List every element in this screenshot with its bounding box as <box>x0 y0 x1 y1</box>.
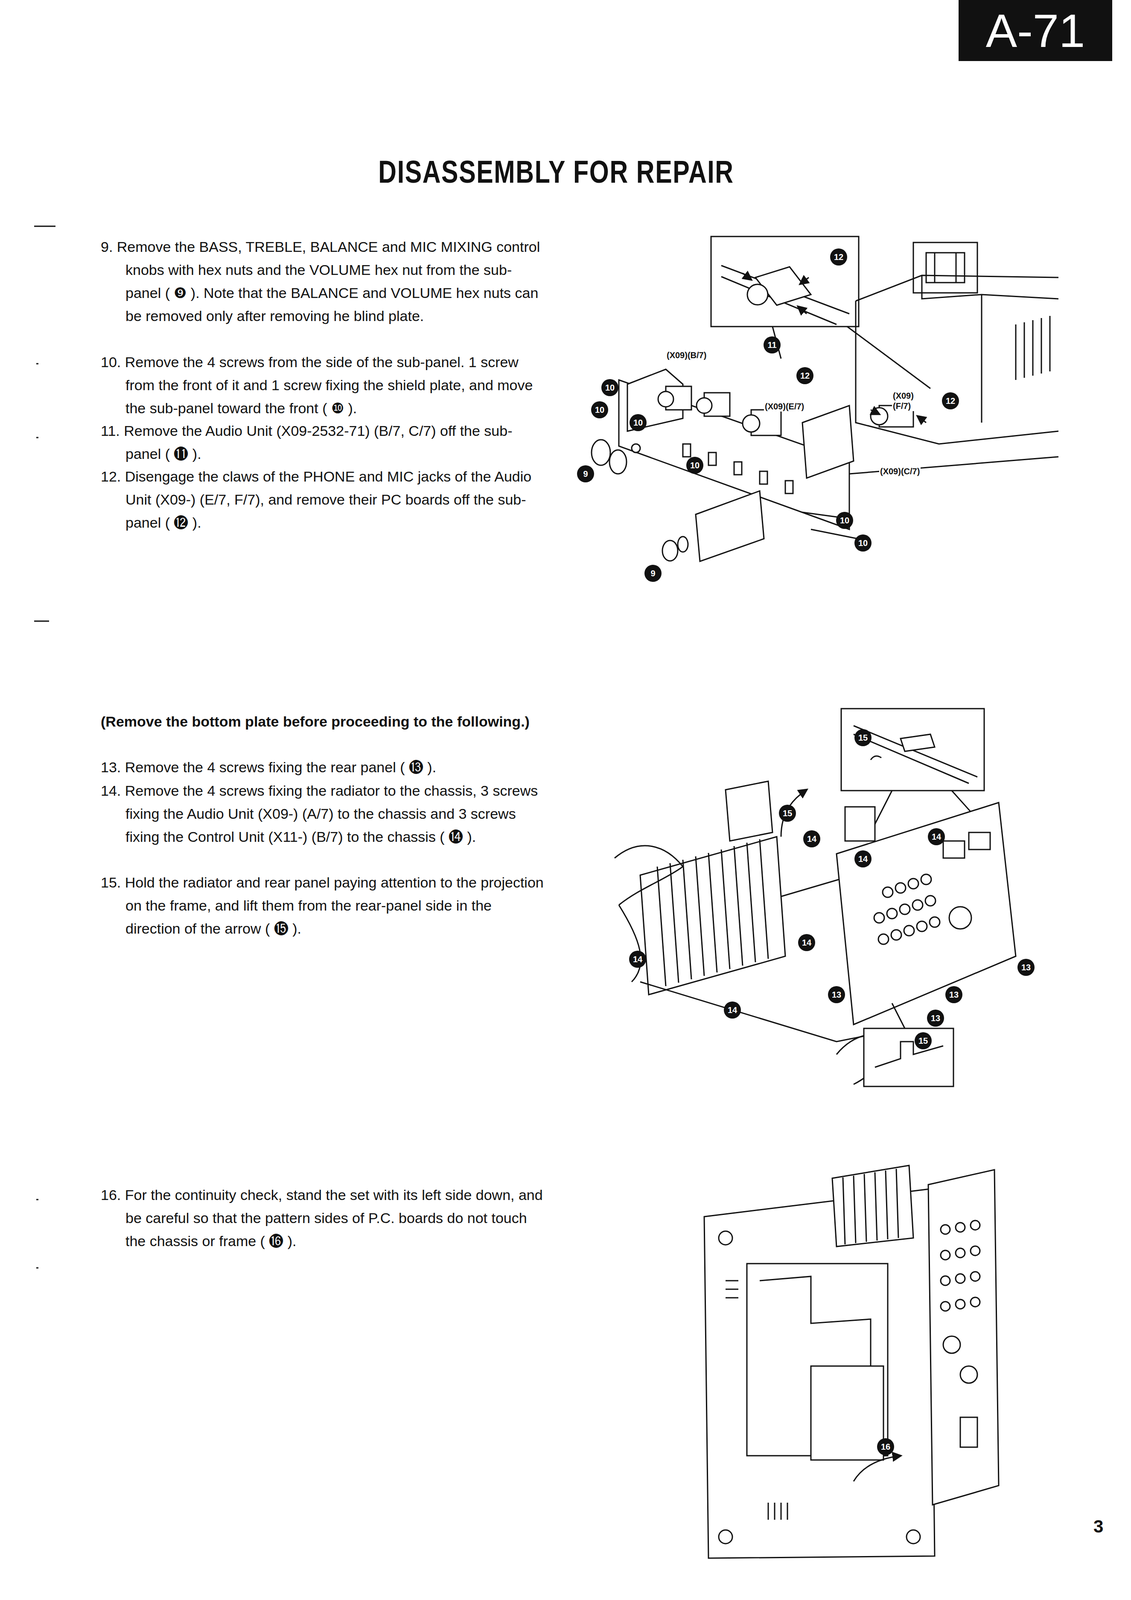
callout-number: 15 <box>778 804 796 822</box>
instruction-step: 11. Remove the Audio Unit (X09-2532-71) … <box>100 419 545 466</box>
margin-marks <box>34 226 56 1268</box>
callout-number: 12 <box>796 367 814 385</box>
callout-number: 9 <box>577 465 595 483</box>
callout-number: 10 <box>686 456 704 474</box>
callout-number: 16 <box>877 1437 895 1455</box>
callout-number: 12 <box>830 248 848 266</box>
callout-number: 14 <box>854 850 872 868</box>
callout-number: 14 <box>798 933 816 951</box>
callout-number: 13 <box>827 985 846 1003</box>
sub-panel-illustration <box>591 236 1059 562</box>
unit-label: (X09)(C/7) <box>879 466 921 477</box>
callout-number: 14 <box>927 827 945 846</box>
callout-number: 14 <box>629 950 647 968</box>
callout-number: 9 <box>644 564 662 582</box>
instruction-step: 15. Hold the radiator and rear panel pay… <box>100 870 545 940</box>
instruction-step: 12. Disengage the claws of the PHONE and… <box>100 464 545 534</box>
callout-number: 14 <box>723 1001 741 1019</box>
callout-number: 10 <box>629 413 647 432</box>
callout-number: 15 <box>914 1031 932 1050</box>
instruction-step: 14. Remove the 4 screws fixing the radia… <box>100 778 545 849</box>
page-title: DISASSEMBLY FOR REPAIR <box>214 153 898 190</box>
callout-number: 12 <box>941 392 960 410</box>
model-name: A-71 <box>985 7 1085 55</box>
callout-number: 13 <box>945 985 963 1003</box>
model-badge: A-71 <box>958 0 1113 62</box>
callout-number: 10 <box>854 534 872 552</box>
instruction-step: 9. Remove the BASS, TREBLE, BALANCE and … <box>100 235 545 328</box>
section-note: (Remove the bottom plate before proceedi… <box>100 709 545 733</box>
standing-set-illustration <box>704 1165 999 1558</box>
callout-number: 14 <box>803 830 821 848</box>
callout-number: 15 <box>854 728 872 747</box>
unit-label: (X09)(B/7) <box>665 349 708 361</box>
instruction-step: 16. For the continuity check, stand the … <box>100 1183 545 1253</box>
callout-number: 10 <box>836 511 854 529</box>
callout-number: 10 <box>601 378 619 397</box>
rear-panel-illustration <box>614 708 1016 1087</box>
instruction-step: 10. Remove the 4 screws from the side of… <box>100 350 545 420</box>
unit-label: (X09)(E/7) <box>763 401 805 412</box>
callout-number: 13 <box>926 1009 945 1027</box>
instruction-step: 13. Remove the 4 screws fixing the rear … <box>100 755 545 779</box>
callout-number: 11 <box>763 336 781 354</box>
callout-number: 10 <box>591 401 609 419</box>
callout-number: 13 <box>1017 958 1035 976</box>
page-number: 3 <box>1093 1515 1104 1537</box>
unit-label: (X09) (F/7) <box>891 390 924 412</box>
